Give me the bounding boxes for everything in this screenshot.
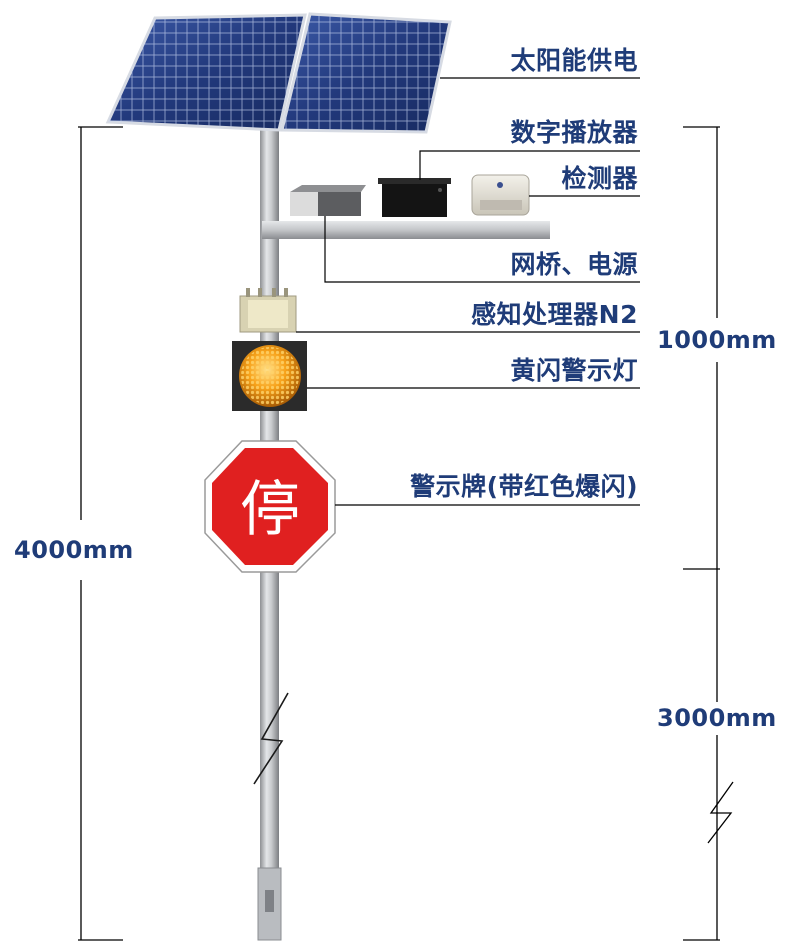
- dimension-bracket-total: [78, 126, 123, 941]
- label-bridge-power: 网桥、电源: [510, 250, 638, 279]
- label-digital-player: 数字播放器: [510, 118, 638, 147]
- label-solar-panel: 太阳能供电: [510, 46, 638, 75]
- yellow-flash-lamp: [232, 341, 307, 411]
- detector: [471, 174, 530, 216]
- leader-bridge: [324, 216, 640, 283]
- cross-arm: [262, 221, 550, 239]
- leader-player: [419, 150, 640, 180]
- leader-lines: [296, 77, 640, 506]
- sensor-processor: [239, 288, 297, 333]
- digital-player-box: [378, 178, 451, 217]
- pole-break-mark: [253, 692, 289, 785]
- bracket-break-mark: [707, 781, 734, 844]
- solar-panel: [105, 12, 452, 134]
- label-warning-sign: 警示牌(带红色爆闪): [410, 472, 638, 501]
- dimension-bracket-right: [683, 126, 734, 941]
- stop-sign: 停: [204, 440, 336, 573]
- label-dimension-upper: 1000mm: [657, 326, 777, 354]
- stop-sign-text: 停: [240, 475, 300, 545]
- label-detector: 检测器: [561, 164, 638, 193]
- label-yellow-flash: 黄闪警示灯: [510, 356, 638, 385]
- label-dimension-lower: 3000mm: [657, 704, 777, 732]
- bridge-power-box: [290, 185, 366, 216]
- pole-base-plate: [265, 890, 274, 912]
- label-dimension-total: 4000mm: [14, 536, 134, 564]
- label-sensor-processor: 感知处理器N2: [471, 300, 638, 329]
